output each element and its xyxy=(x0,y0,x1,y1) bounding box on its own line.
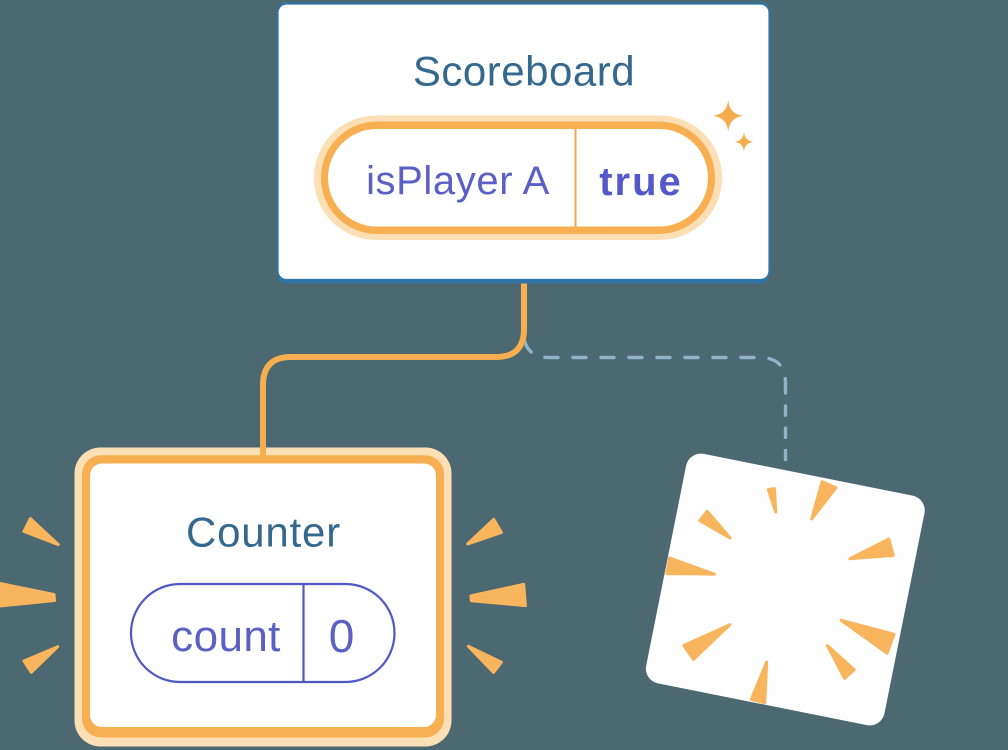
svg-text:Scoreboard: Scoreboard xyxy=(413,48,635,95)
svg-text:count: count xyxy=(171,612,281,661)
svg-text:0: 0 xyxy=(329,610,355,662)
svg-text:Counter: Counter xyxy=(186,509,341,556)
svg-text:isPlayer A: isPlayer A xyxy=(366,159,550,203)
svg-text:true: true xyxy=(599,160,683,204)
